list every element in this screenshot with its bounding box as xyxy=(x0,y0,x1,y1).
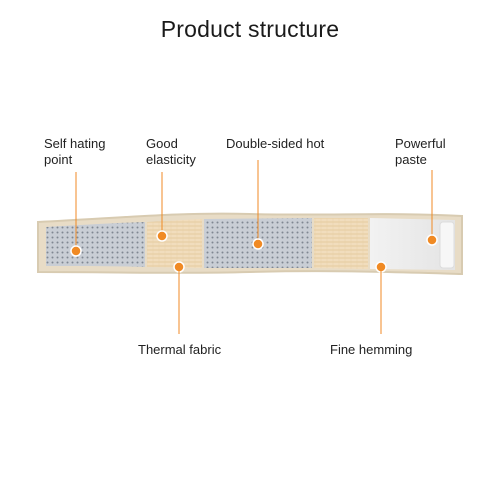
callout-elasticity xyxy=(156,172,168,242)
page-title: Product structure xyxy=(160,16,340,42)
marker-dot xyxy=(70,245,82,257)
label-powerful-paste: Powerful paste xyxy=(395,136,446,167)
belt-panel-left-elastic xyxy=(147,219,202,268)
belt-panel-left-heating xyxy=(46,222,145,267)
label-self-heating-point: Self hating point xyxy=(44,136,106,167)
marker-dot xyxy=(156,230,168,242)
label-double-sided-hot: Double-sided hot xyxy=(226,136,325,151)
label-thermal-fabric: Thermal fabric xyxy=(138,342,222,357)
callout-double-sided xyxy=(252,160,264,250)
label-fine-hemming: Fine hemming xyxy=(330,342,413,357)
label-good-elasticity: Good elasticity xyxy=(146,136,196,167)
marker-dot xyxy=(426,234,438,246)
marker-dot xyxy=(252,238,264,250)
belt-panel-right-elastic xyxy=(314,218,368,269)
callout-hemming xyxy=(375,261,387,334)
belt-panel-velcro xyxy=(370,218,455,270)
callout-paste xyxy=(426,170,438,246)
velcro-tab xyxy=(439,221,455,269)
waist-belt xyxy=(37,212,463,276)
callout-self-heating xyxy=(70,172,82,257)
callout-thermal xyxy=(173,261,185,334)
